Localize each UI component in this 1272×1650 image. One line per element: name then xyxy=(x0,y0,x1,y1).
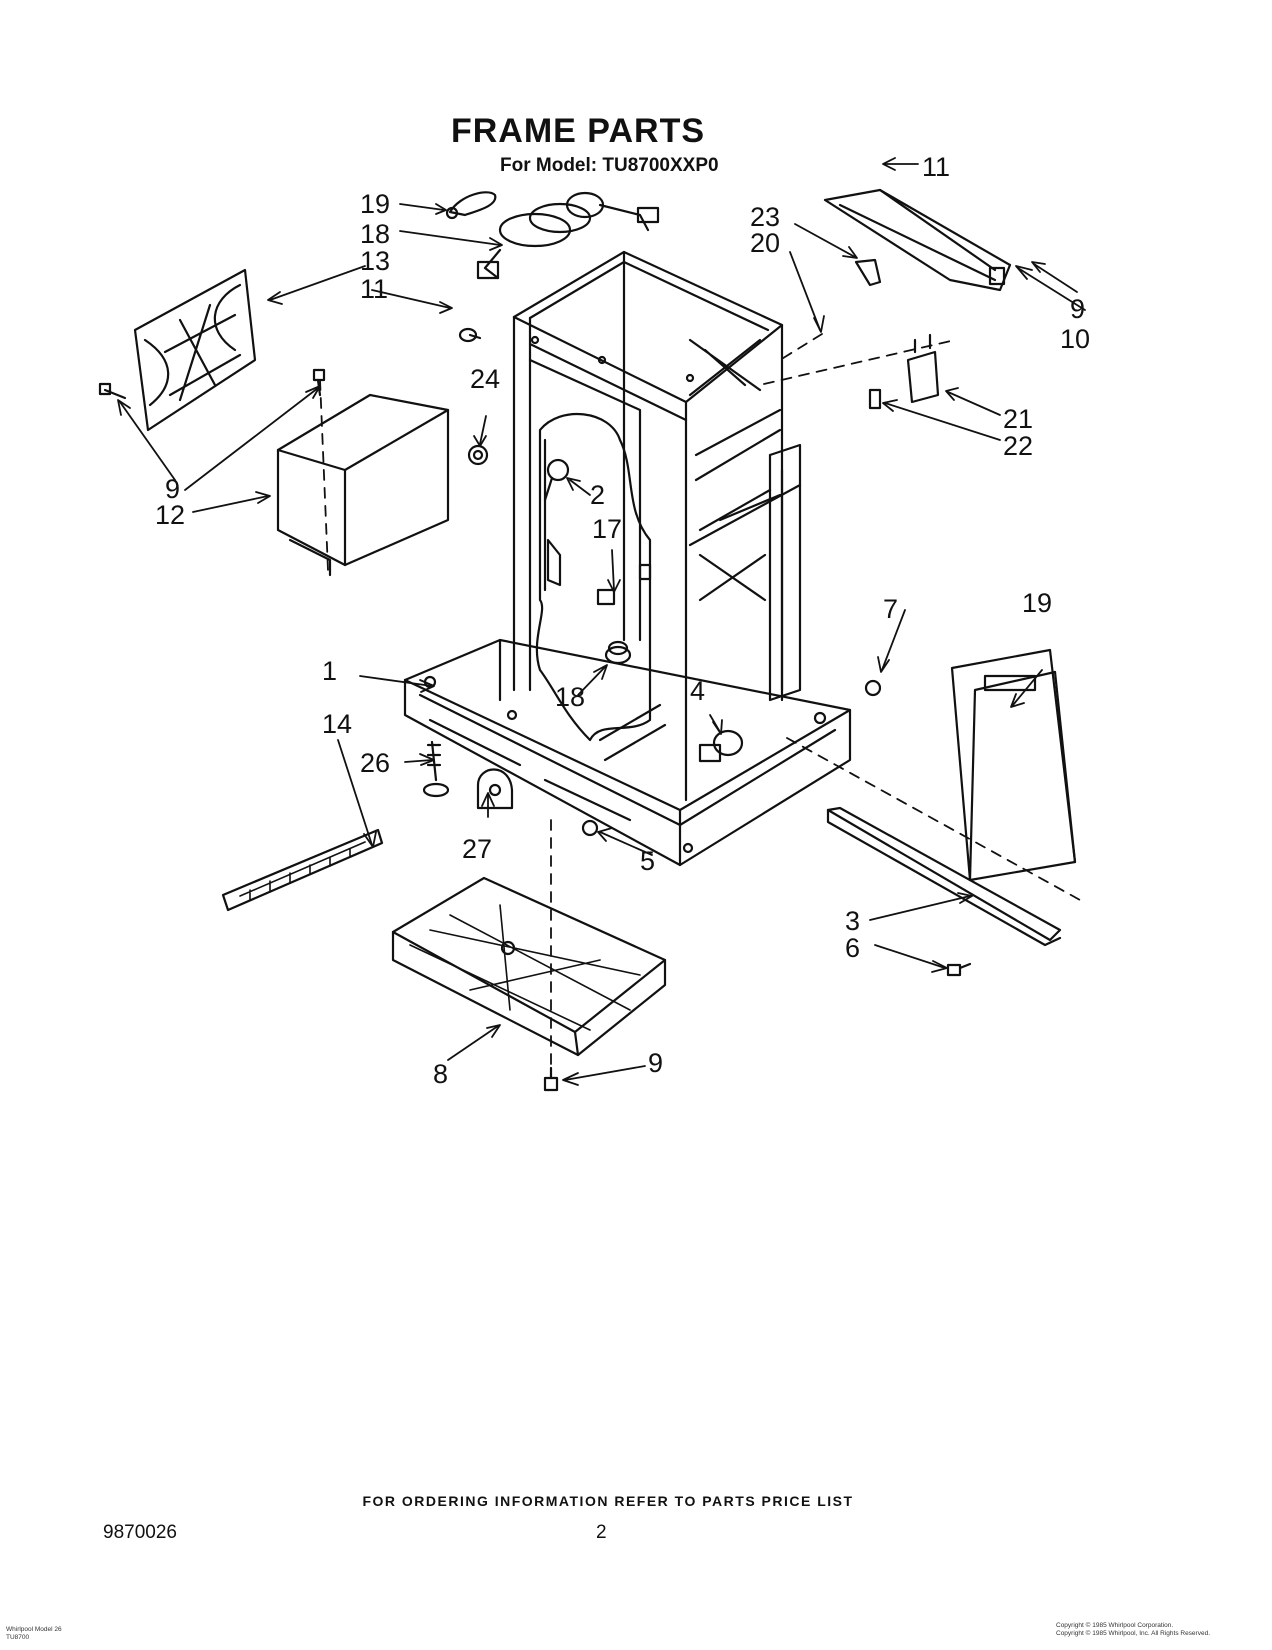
leader-arrows xyxy=(117,157,1086,1086)
fasteners-lower xyxy=(543,962,972,1092)
callout-20: 22 xyxy=(1003,431,1033,461)
callout-9-right: 9 xyxy=(1070,294,1085,324)
callout-5: 5 xyxy=(640,846,655,876)
copyright-notice: Copyright © 1985 Whirlpool Corporation. … xyxy=(1056,1622,1210,1638)
callout-14: 14 xyxy=(322,709,352,739)
callout-2: 2 xyxy=(590,480,605,510)
callout-17: 19 xyxy=(1022,588,1052,618)
callout-22: 19 xyxy=(360,189,390,219)
heat-shield-12 xyxy=(276,393,450,577)
power-cord-21 xyxy=(476,191,660,280)
copyright-line-1: Copyright © 1985 Whirlpool Corporation. xyxy=(1056,1622,1174,1629)
callout-21: 18 xyxy=(360,219,390,249)
alignment-lines xyxy=(319,333,1081,1071)
model-subtitle: For Model: TU8700XXP0 xyxy=(500,155,719,176)
callout-24: 24 xyxy=(470,364,500,394)
callout-27: 27 xyxy=(462,834,492,864)
callout-11-left: 11 xyxy=(360,274,388,304)
page-number: 2 xyxy=(596,1522,607,1543)
callout-18: 21 xyxy=(1003,404,1033,434)
model-reference-line-1: Whirlpool Model 26 xyxy=(6,1626,62,1633)
callout-15: 17 xyxy=(592,514,622,544)
callout-16: 18 xyxy=(555,682,585,712)
clip-23 xyxy=(854,258,882,287)
internal-components xyxy=(422,458,882,837)
callout-9-left: 9 xyxy=(165,474,180,504)
cord-clamp-22 xyxy=(445,191,497,220)
callout-6: 6 xyxy=(845,933,860,963)
side-panel-17 xyxy=(950,648,1077,882)
switch-18 xyxy=(868,333,940,410)
callout-8: 8 xyxy=(433,1059,448,1089)
callout-9-bottom: 9 xyxy=(648,1048,663,1078)
copyright-line-2: Copyright © 1985 Whirlpool, Inc. All Rig… xyxy=(1056,1630,1210,1637)
page-title: FRAME PARTS xyxy=(450,112,706,150)
callout-23: 23 xyxy=(750,202,780,232)
callout-26: 26 xyxy=(360,748,390,778)
callout-4: 4 xyxy=(690,676,705,706)
callout-1: 1 xyxy=(322,656,337,686)
callout-7: 7 xyxy=(883,594,898,624)
grille-14 xyxy=(221,828,384,912)
callout-11-right: 11 xyxy=(922,152,950,182)
ordering-note: FOR ORDERING INFORMATION REFER TO PARTS … xyxy=(362,1493,854,1509)
document-number: 9870026 xyxy=(103,1522,177,1543)
callout-3: 3 xyxy=(845,906,860,936)
rail-10 xyxy=(823,188,1012,292)
callout-10: 10 xyxy=(1060,324,1090,354)
cabinet-frame xyxy=(403,250,852,867)
toe-trim-3 xyxy=(826,806,1062,947)
model-reference-line-2: TU8700 xyxy=(6,1634,30,1641)
base-pan-8 xyxy=(391,876,667,1057)
model-reference: Whirlpool Model 26 TU8700 xyxy=(6,1626,62,1642)
callout-13: 13 xyxy=(360,246,390,276)
side-panel-13 xyxy=(133,268,257,432)
callout-19: 20 xyxy=(750,228,780,258)
callout-12: 12 xyxy=(155,500,185,530)
callout-labels: 19 18 13 11 24 9 12 11 23 20 9 10 21 22 … xyxy=(155,152,1090,1089)
